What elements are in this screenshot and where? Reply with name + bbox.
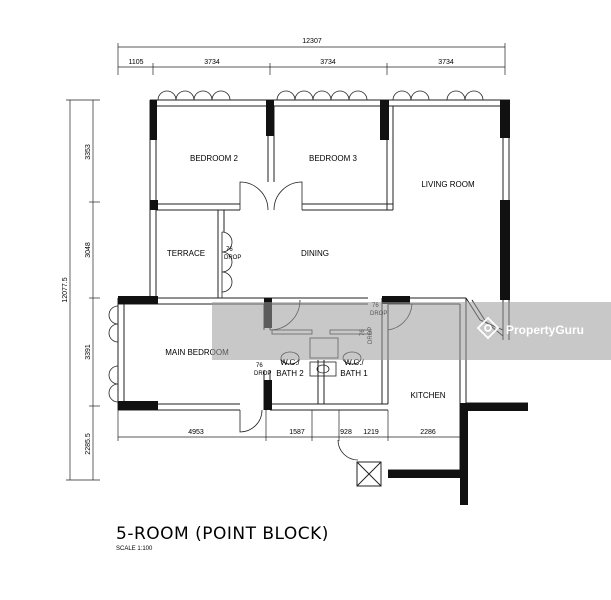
room-label-main-bedroom: MAIN BEDROOM [165,348,229,357]
watermark-logo-icon [476,316,500,340]
left-dimensions [66,99,100,481]
dim-left-2: 3048 [85,242,92,258]
dim-overall-height: 12077.5 [62,277,69,302]
dim-bottom-5: 2286 [420,429,436,436]
dim-top-1: 1105 [128,59,143,66]
room-label-bath2-line2: BATH 2 [276,369,304,378]
room-label-bath1-line1: W.C./ [344,358,364,367]
room-label-bedroom3: BEDROOM 3 [309,154,358,163]
top-windows [108,90,484,403]
drop-terrace-label: DROP [224,255,241,261]
room-label-bath1-line2: BATH 1 [340,369,368,378]
room-label-bath2-line1: W.C./ [280,358,300,367]
room-label-terrace: TERRACE [167,249,205,258]
drop-mb-76: 76 [256,363,263,369]
dim-left-4: 2285.5 [85,433,92,455]
dim-left-1: 3353 [85,144,92,160]
watermark-text: PropertyGuru [506,323,584,337]
dim-left-3: 3391 [85,344,92,360]
bottom-dimensions [117,410,467,441]
room-label-living: LIVING ROOM [421,180,475,189]
solid-walls [118,100,528,505]
dim-top-3: 3734 [320,59,336,66]
room-label-kitchen: KITCHEN [410,391,445,400]
dim-top-2: 3734 [204,59,220,66]
plan-title: 5-ROOM (POINT BLOCK) [116,524,329,544]
dim-top-4: 3734 [438,59,454,66]
dim-bottom-3: 928 [340,429,352,436]
room-label-dining: DINING [301,249,329,258]
dim-bottom-4: 1219 [363,429,379,436]
drop-terrace-76: 76 [226,247,233,253]
dim-overall-width: 12307 [302,38,322,45]
drop-mb-label: DROP [254,371,271,377]
plan-scale: SCALE 1:100 [116,546,153,552]
dim-bottom-1: 4953 [188,429,204,436]
watermark-band [212,302,611,360]
room-label-bedroom2: BEDROOM 2 [190,154,239,163]
top-dimensions [117,43,506,75]
dim-bottom-2: 1587 [289,429,305,436]
